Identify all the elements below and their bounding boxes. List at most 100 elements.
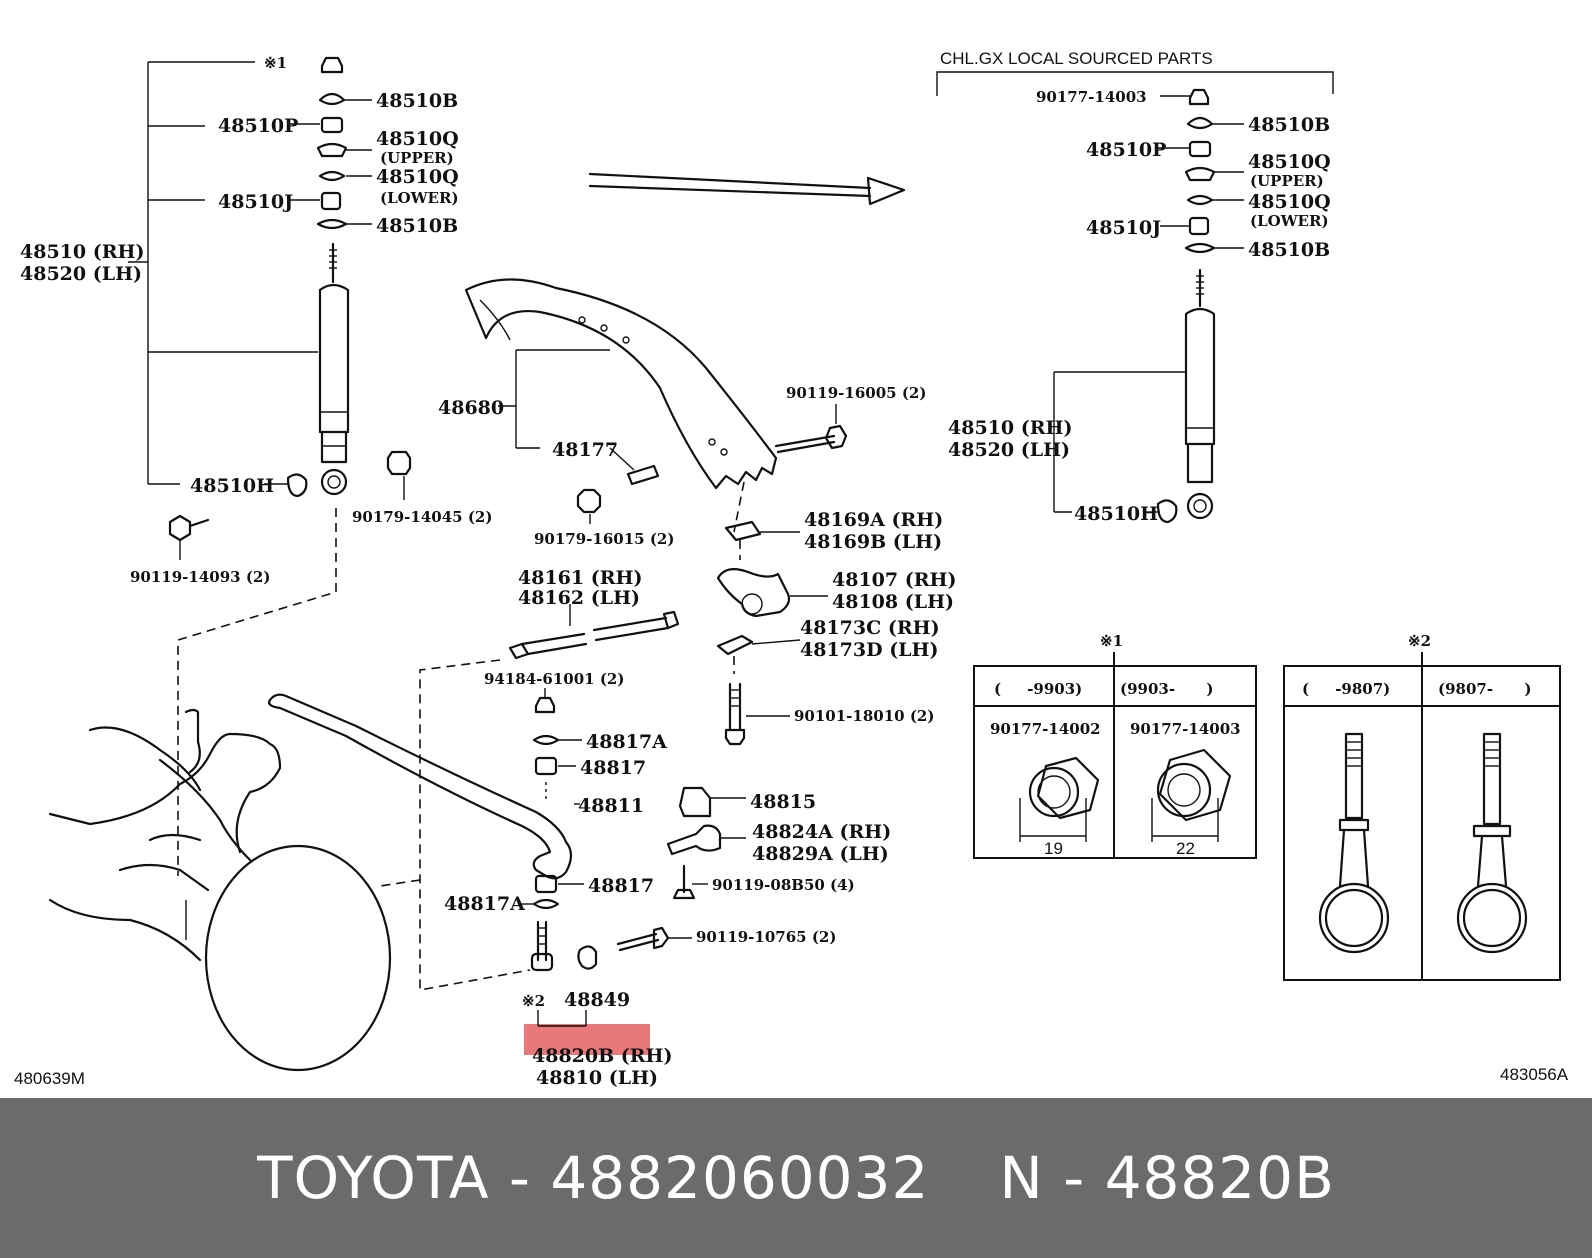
bushing-icon [320,116,344,134]
label-48811: 48811 [578,795,644,817]
label-90119-14093: 90119-14093 (2) [130,568,270,586]
label-90177-14003: 90177-14003 [1036,88,1147,106]
bushing-icon [320,191,342,211]
stabilizer-link-icon [530,920,554,972]
label-48820b-rh: 48820B (RH) [532,1045,673,1067]
local-parts-title: CHL.GX LOCAL SOURCED PARTS [940,49,1213,68]
label-r-48520-lh: 48520 (LH) [948,439,1070,461]
table1-size-19: 19 [1044,839,1063,858]
nut-icon [1188,88,1210,106]
diagram-code-right: 483056A [1500,1065,1569,1084]
washer-icon [1184,242,1216,254]
label-90119-16005: 90119-16005 (2) [786,384,926,402]
washer-icon [318,92,346,106]
plate-icon [716,634,754,656]
label-48510h: 48510H [190,475,274,497]
nut-size-table [973,652,1257,859]
label-48108: 48108 (LH) [832,591,954,613]
label-48817a-bottom: 48817A [444,893,525,915]
label-90179-16015: 90179-16015 (2) [534,530,674,548]
label-r-48510-rh: 48510 (RH) [948,417,1072,439]
label-48520-lh: 48520 (LH) [20,263,142,285]
label-90119-10765: 90119-10765 (2) [696,928,836,946]
table2-mark: ※2 [1408,632,1431,650]
bracket-icon [724,520,762,542]
table1-col1-part: 90177-14002 [990,720,1101,738]
highlight-48820b [524,1024,650,1055]
bushing-icon [534,756,558,776]
lower-washer-icon [1186,194,1214,206]
pin-icon [626,464,660,486]
label-48510-rh: 48510 (RH) [20,241,144,263]
label-48173c: 48173C (RH) [800,617,940,639]
link-new-icon [1456,732,1528,954]
table1-col2-header: (9903- ) [1120,680,1214,698]
nut-22mm-icon [1151,748,1232,842]
label-r-48510q-lower: 48510Q [1248,191,1331,213]
washer-icon [532,734,560,746]
bushing-icon [577,945,598,970]
label-48817-bottom: 48817 [588,875,654,897]
table1-size-22: 22 [1176,839,1195,858]
label-r-48510b-bottom: 48510B [1248,239,1330,261]
label-upper: (UPPER) [380,149,454,167]
link-variant-table [1283,652,1561,981]
link-old-icon [1318,732,1390,954]
label-48810-lh: 48810 (LH) [536,1067,658,1089]
label-48680: 48680 [438,397,504,419]
mark-2: ※2 [522,992,545,1010]
mark-1: ※1 [264,54,287,72]
label-48815: 48815 [750,791,816,813]
table2-col1-header: ( -9807) [1302,680,1390,698]
label-48849: 48849 [564,989,630,1011]
clamp-icon [666,824,722,856]
bushing-icon [534,874,558,894]
label-48510q-lower: 48510Q [376,166,459,188]
washer-icon [316,218,348,230]
stabilizer-bar-icon [268,693,580,880]
cup-washer-icon [1184,166,1216,182]
nut-icon [386,450,412,476]
label-48817-top: 48817 [580,757,646,779]
label-r-48510q-upper: 48510Q [1248,151,1331,173]
label-48510b-top: 48510B [376,90,458,112]
label-48169b: 48169B (LH) [804,531,942,553]
arrow-icon [588,172,906,206]
label-90179-14045: 90179-14045 (2) [352,508,492,526]
label-48177: 48177 [552,439,618,461]
label-90119-08b50: 90119-08B50 (4) [712,876,855,894]
washer-icon [532,898,560,910]
table1-col1-header: ( -9903) [994,680,1082,698]
right-shock-assembly [936,71,1334,524]
wheel-icon [204,844,392,1072]
label-48510b-bottom: 48510B [376,215,458,237]
label-r-lower: (LOWER) [1250,212,1329,230]
shock-absorber-icon [1156,268,1216,524]
label-r-48510p: 48510P [1086,139,1166,161]
label-lower: (LOWER) [380,189,459,207]
parts-diagram: CHL.GX LOCAL SOURCED PARTS ※1 48510B 485… [14,49,1569,1089]
lower-washer-icon [318,170,346,182]
bolt-icon [616,926,692,952]
label-r-48510h: 48510H [1074,503,1158,525]
nut-19mm-icon [1019,756,1100,842]
label-48162: 48162 (LH) [518,587,640,609]
footer-brand-part: TOYOTA - 4882060032 [257,1144,930,1212]
diagram-drawing: CHL.GX LOCAL SOURCED PARTS ※1 48510B 485… [14,49,1569,1089]
washer-icon [1186,116,1214,130]
flange-bolt-icon [168,514,210,560]
table1-mark: ※1 [1100,632,1123,650]
label-48824a: 48824A (RH) [752,821,891,843]
label-90101-18010: 90101-18010 (2) [794,707,934,725]
center-parts [268,520,828,1027]
label-48107: 48107 (RH) [832,569,956,591]
nut-icon [576,488,602,514]
nut-icon [320,56,344,74]
footer-reference: N - 48820B [999,1144,1335,1212]
diagram-code-left: 480639M [14,1069,85,1088]
label-48510q-upper: 48510Q [376,128,459,150]
bracket-icon [678,786,712,818]
left-shock-assembly [128,56,412,876]
label-48817a-top: 48817A [586,731,667,753]
label-48510p: 48510P [218,115,298,137]
